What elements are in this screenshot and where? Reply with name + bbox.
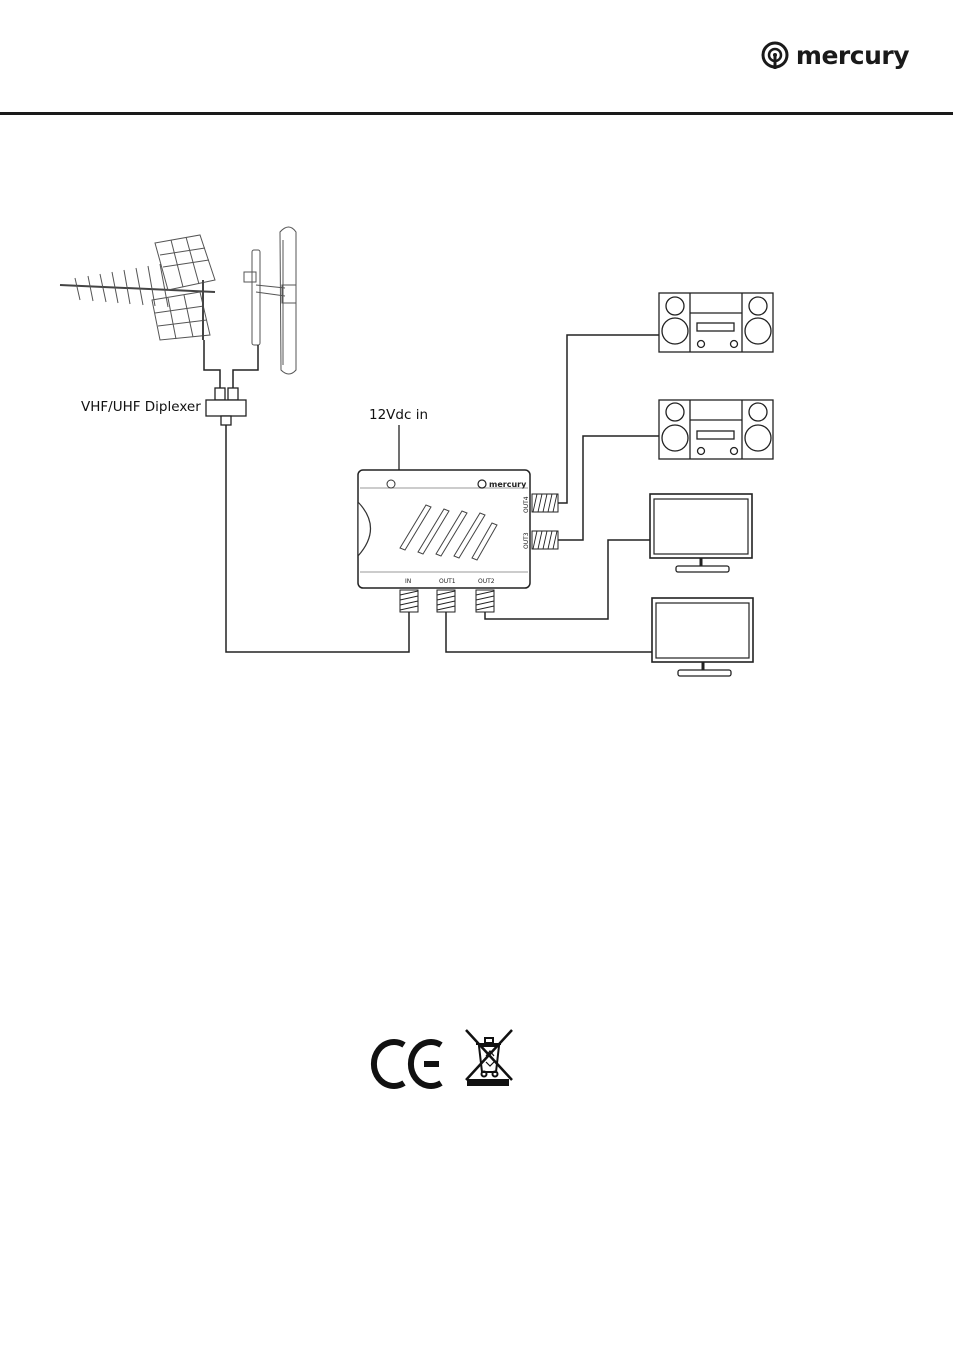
port-label-out3: OUT3 [523, 532, 530, 549]
port-label-out2: OUT2 [478, 578, 495, 585]
port-label-out1: OUT1 [439, 578, 456, 585]
weee-bin-icon [466, 1030, 512, 1086]
power-input-label: 12Vdc in [369, 407, 428, 423]
port-label-out4: OUT4 [523, 496, 530, 513]
amplifier-icon: mercury IN OUT1 OUT2 OUT4 OUT3 [358, 470, 558, 612]
hifi-stereo-icon [659, 400, 773, 459]
diplexer-label: VHF/UHF Diplexer [81, 399, 201, 415]
uhf-antenna-icon [60, 235, 215, 340]
tv-monitor-icon [650, 494, 752, 572]
diplexer-icon [206, 388, 246, 425]
tv-monitor-icon [652, 598, 753, 676]
amplifier-brand-text: mercury [489, 480, 527, 489]
port-label-in: IN [405, 578, 411, 585]
vhf-antenna-icon [244, 227, 296, 374]
ce-mark-icon [374, 1042, 441, 1086]
hifi-stereo-icon [659, 293, 773, 352]
